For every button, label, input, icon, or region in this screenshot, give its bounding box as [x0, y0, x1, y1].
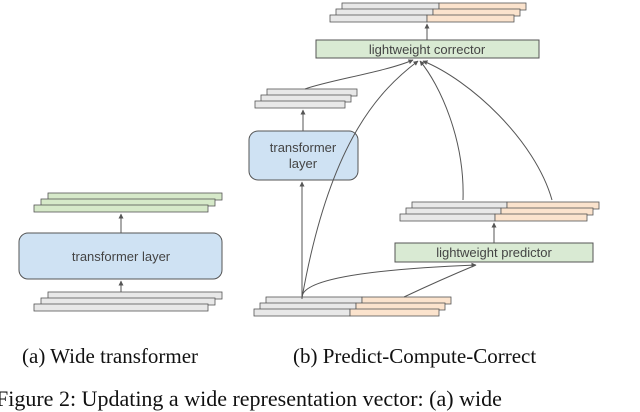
transformer-layer-label-line2: layer	[289, 156, 318, 171]
arrow-input-to-predictor-2	[403, 264, 477, 298]
lightweight-corrector-label: lightweight corrector	[369, 42, 486, 57]
transformer-layer-label: transformer layer	[72, 249, 171, 264]
caption-wide-transformer: (a) Wide transformer	[22, 344, 199, 368]
arrow-input-to-predictor	[301, 262, 477, 299]
predicted-vector-stack	[399, 201, 600, 222]
corrected-output-vector-stack	[329, 2, 527, 23]
arrow-predicted-to-corrector-2	[422, 60, 553, 201]
caption-predict-compute-correct: (b) Predict-Compute-Correct	[293, 344, 537, 368]
transformer-layer-box: transformer layer	[18, 232, 223, 280]
lightweight-predictor-label: lightweight predictor	[436, 245, 552, 260]
transformer-layer-box-b: transformer layer	[248, 130, 359, 181]
transformer-layer-label-line1: transformer	[270, 140, 337, 155]
lightweight-predictor-box: lightweight predictor	[394, 242, 594, 263]
arrow-narrow-output-to-corrector	[304, 59, 414, 90]
narrow-output-vector-stack	[254, 88, 358, 109]
arrow-input-to-corrector	[301, 60, 419, 299]
arrow-predicted-to-corrector	[419, 60, 464, 201]
wide-output-vector-stack	[33, 192, 223, 213]
wide-input-vector-stack	[33, 291, 223, 312]
input-vector-stack-b	[253, 296, 452, 317]
lightweight-corrector-box: lightweight corrector	[315, 39, 540, 59]
figure-caption: Figure 2: Updating a wide representation…	[0, 386, 502, 411]
